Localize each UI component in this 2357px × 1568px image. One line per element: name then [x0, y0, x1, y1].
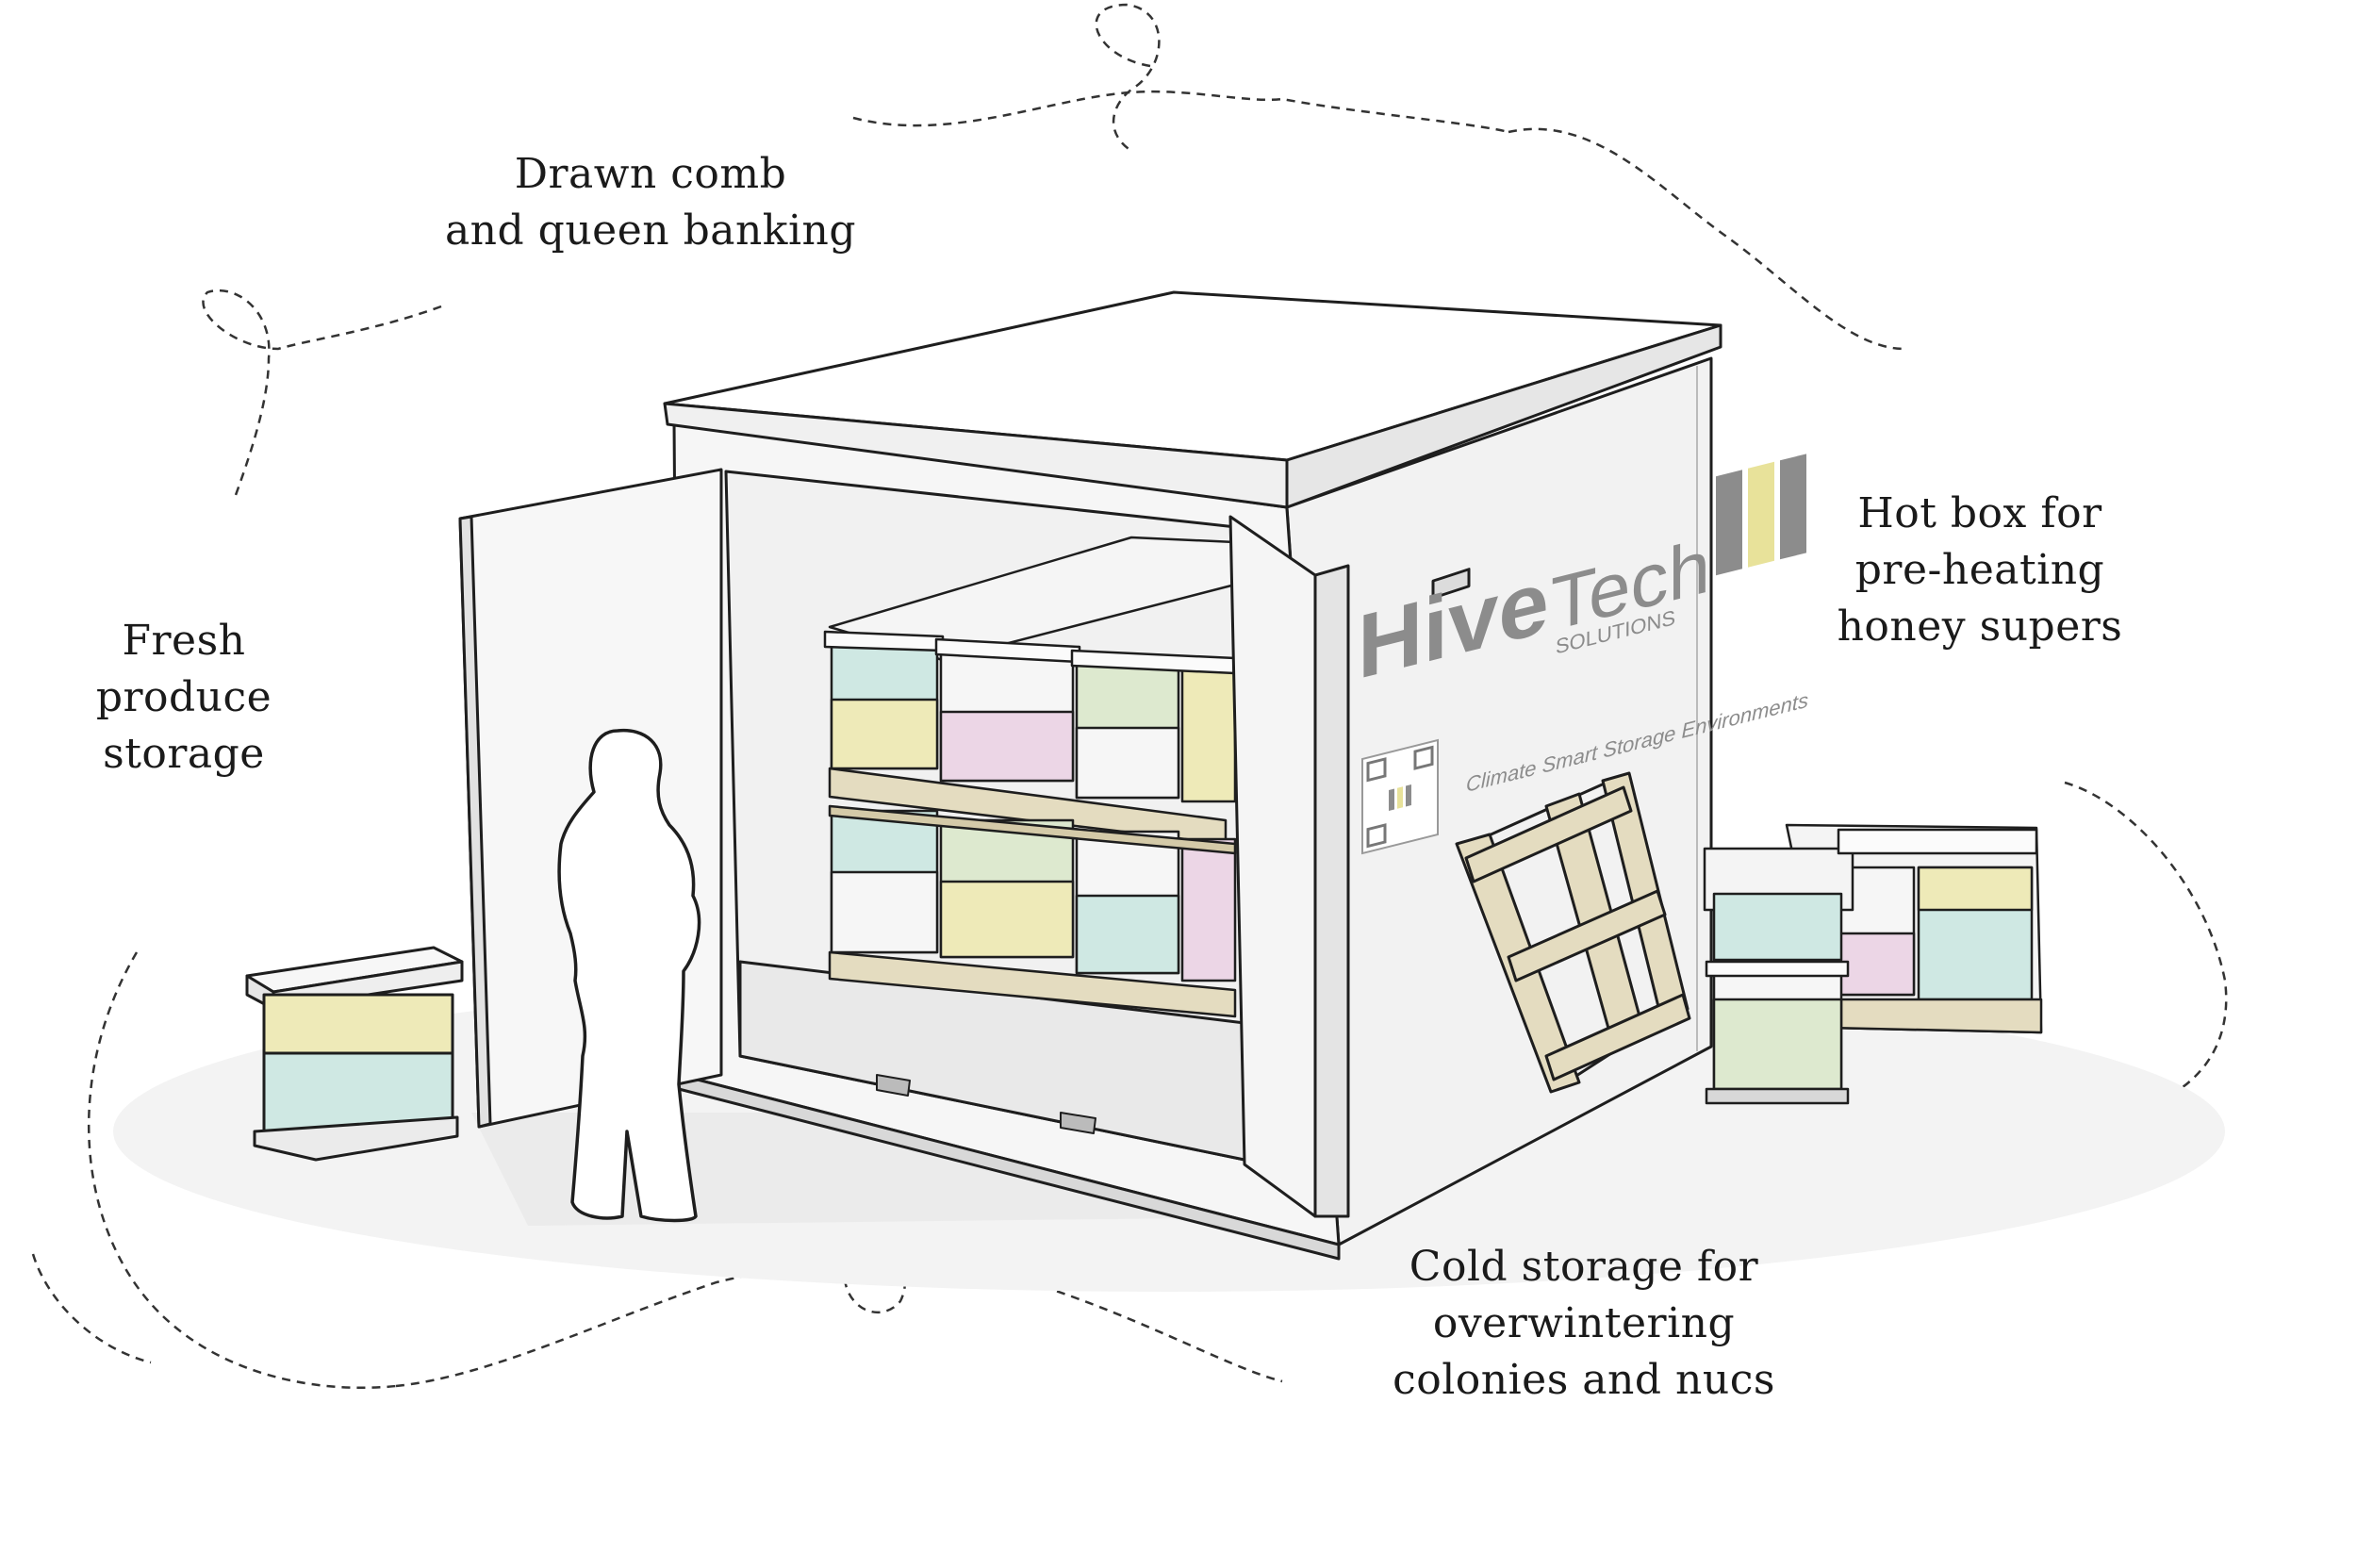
callout-drawn-comb-line-2: and queen banking	[444, 206, 857, 255]
callout-hot-box: Hot box for pre-heating honey supers	[1791, 486, 2168, 655]
leaning-pallet	[1455, 771, 1691, 1094]
container-roof	[663, 290, 1722, 509]
callout-cold-storage-line-1: Cold storage for	[1409, 1243, 1759, 1291]
callout-fresh-produce: Fresh produce storage	[57, 613, 311, 783]
container-right-door	[1228, 515, 1350, 1218]
callout-hot-box-line-2: pre-heating	[1854, 546, 2105, 594]
left-hive-box	[245, 946, 464, 1162]
callout-hot-box-line-1: Hot box for	[1857, 489, 2102, 537]
callout-fresh-produce-line-2: produce	[95, 673, 272, 721]
callout-drawn-comb: Drawn comb and queen banking	[415, 146, 886, 259]
callout-fresh-produce-line-1: Fresh	[122, 617, 246, 665]
callout-drawn-comb-line-1: Drawn comb	[514, 150, 787, 198]
right-hive-stacks	[1703, 823, 2043, 1105]
qr-code-icon	[1361, 738, 1439, 855]
person-silhouette-icon	[557, 728, 701, 1223]
callout-fresh-produce-line-3: storage	[103, 730, 265, 778]
callout-cold-storage-line-2: overwintering	[1432, 1299, 1736, 1347]
callout-cold-storage-line-3: colonies and nucs	[1393, 1356, 1775, 1404]
interior-hive-stacks	[823, 536, 1237, 1018]
callout-hot-box-line-3: honey supers	[1837, 602, 2123, 651]
callout-cold-storage: Cold storage for overwintering colonies …	[1358, 1239, 1810, 1409]
